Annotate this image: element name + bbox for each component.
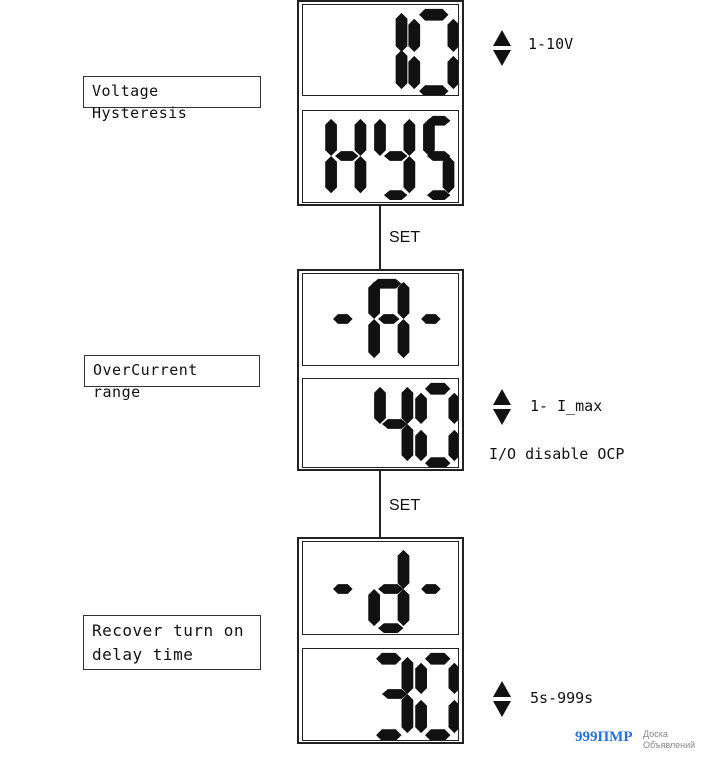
lcd-bottom-code-screen — [302, 110, 459, 203]
lcd-top-value-screen — [302, 4, 459, 96]
display-panel-overcurrent — [297, 269, 464, 471]
lcd-top-code-screen — [302, 273, 459, 366]
flow-connector-line — [379, 206, 381, 269]
recover-delay-label-line1: Recover turn on — [92, 621, 244, 640]
set-step-label: SET — [389, 497, 421, 514]
lcd-text-dash-d-dash — [333, 549, 441, 634]
lcd-text-dash-a-dash — [333, 278, 441, 359]
up-down-arrows-icon — [493, 681, 511, 717]
watermark-brand: 999ПМР — [575, 729, 633, 745]
lcd-bottom-value-screen — [302, 378, 459, 468]
set-step-label: SET — [389, 229, 421, 246]
up-down-arrows-icon — [493, 389, 511, 425]
lcd-top-code-screen — [302, 541, 459, 635]
watermark-tagline-line2: Объявлений — [643, 740, 696, 750]
hysteresis-range-text: 1-10V — [528, 35, 574, 53]
lcd-digits-30 — [376, 652, 458, 740]
lcd-text-hys — [325, 115, 455, 201]
flow-connector-line — [379, 471, 381, 537]
lcd-bottom-value-screen — [302, 648, 459, 741]
watermark-tagline-line1: Доска — [643, 729, 668, 739]
overcurrent-range-label: OverCurrent range — [84, 355, 260, 401]
display-panel-hysteresis — [297, 0, 464, 206]
recover-delay-label-line2: delay time — [92, 645, 194, 664]
disable-ocp-note: I/O disable OCP — [489, 445, 625, 463]
up-down-arrows-icon — [493, 30, 511, 66]
overcurrent-range-text: 1- I_max — [530, 397, 603, 415]
voltage-hysteresis-label: Voltage Hysteresis — [83, 76, 261, 122]
recover-delay-range-text: 5s-999s — [530, 689, 594, 707]
lcd-digits-40 — [374, 382, 458, 467]
display-panel-recover-delay — [297, 537, 464, 744]
lcd-digits-10 — [395, 8, 458, 95]
recover-delay-label: Recover turn on delay time — [83, 615, 261, 670]
